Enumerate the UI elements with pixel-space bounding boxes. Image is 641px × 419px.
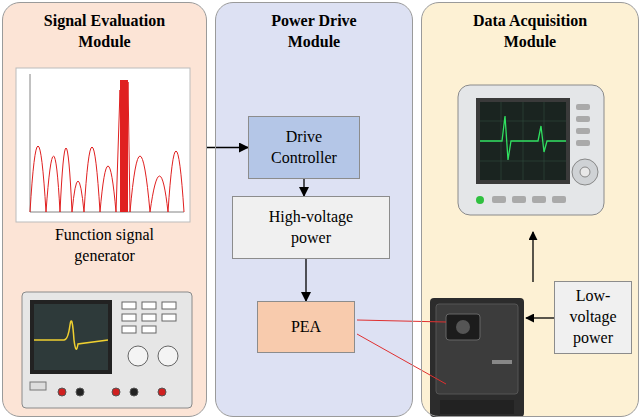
illustration-part: [130, 388, 138, 396]
illustration-part: [122, 302, 136, 309]
illustration-part: [572, 159, 598, 185]
flow-arrow: [305, 259, 306, 301]
illustration-part: [30, 80, 184, 212]
illustration-part: [480, 116, 566, 160]
panel-fill: [3, 3, 207, 417]
module-panel: Power Drive ModuleDrive ControllerHigh-v…: [215, 2, 413, 417]
module-title: Signal Evaluation Module: [25, 11, 185, 53]
module-title: Data Acquisition Module: [455, 11, 605, 53]
illustration-part: [446, 314, 480, 340]
box-label: Low-voltage power: [562, 286, 624, 348]
illustration-part: [16, 68, 190, 222]
oscilloscope-illustration: [458, 85, 604, 215]
power-arrow: [526, 317, 554, 318]
illustration-part: [122, 326, 136, 333]
process-box: High-voltage power: [232, 196, 390, 259]
illustration-part: [162, 314, 176, 321]
signal-plot: [16, 68, 190, 222]
illustration-part: [576, 104, 590, 110]
illustration-part: [30, 300, 112, 374]
process-box: PEA: [257, 301, 355, 353]
box-label: PEA: [291, 317, 321, 338]
illustration-part: [476, 196, 484, 204]
box-label: Drive Controller: [258, 127, 350, 169]
flow-arrow: [303, 179, 304, 196]
illustration-part: [142, 326, 156, 333]
flow-arrow: [207, 147, 248, 148]
illustration-part: [476, 98, 570, 184]
module-panel: Signal Evaluation ModuleFunction signal …: [2, 2, 207, 417]
illustration-part: [142, 314, 156, 321]
illustration-part: [492, 196, 506, 203]
illustration-part: [552, 196, 566, 203]
illustration-part: [492, 360, 512, 364]
illustration-part: [128, 346, 148, 366]
illustration-part: [576, 116, 590, 122]
signal-generator-illustration: [22, 292, 192, 408]
panel-fill: [422, 3, 639, 417]
illustration-part: [162, 302, 176, 309]
illustration-part: [34, 304, 108, 370]
illustration-part: [458, 85, 604, 215]
illustration-part: [576, 140, 590, 146]
laser-sensor-illustration: [430, 298, 524, 417]
illustration-part: [30, 382, 46, 390]
module-title: Power Drive Module: [254, 11, 374, 53]
illustration-part: [120, 80, 128, 212]
process-box: Drive Controller: [248, 116, 360, 179]
illustration-part: [122, 314, 136, 321]
illustration-part: [22, 292, 192, 408]
illustration-part: [512, 196, 526, 203]
illustration-part: [480, 102, 566, 180]
illustration-part: [30, 74, 31, 212]
illustration-part: [34, 321, 108, 349]
illustration-part: [430, 298, 524, 417]
process-box: Low-voltage power: [554, 281, 632, 354]
illustration-part: [440, 400, 514, 414]
module-panel: Data Acquisition ModuleLow-voltage power: [421, 2, 639, 417]
illustration-part: [456, 320, 470, 334]
illustration-part: [58, 388, 66, 396]
illustration-part: [576, 128, 590, 134]
device-label: Function signal generator: [41, 225, 169, 267]
illustration-part: [142, 302, 156, 309]
illustration-part: [76, 388, 84, 396]
laser-beam: [357, 334, 446, 384]
panel-fill: [216, 3, 413, 417]
box-label: High-voltage power: [259, 207, 363, 249]
illustration-part: [158, 346, 178, 366]
illustration-part: [532, 196, 546, 203]
illustration-part: [112, 388, 120, 396]
data-arrow: [532, 232, 533, 282]
illustration-part: [30, 212, 184, 213]
illustration-part: [436, 304, 518, 394]
illustration-part: [480, 102, 566, 180]
illustration-part: [580, 167, 590, 177]
illustration-part: [158, 388, 166, 396]
laser-beam: [357, 320, 446, 322]
